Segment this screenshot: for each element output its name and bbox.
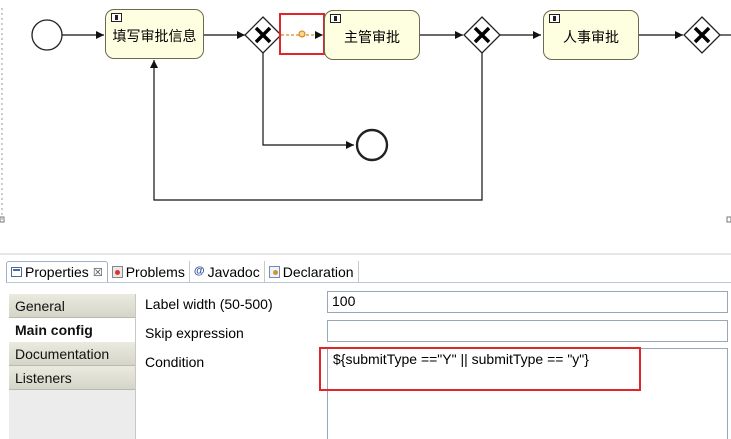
flow-selection-handle[interactable] — [298, 30, 306, 38]
label-width-input[interactable]: 100 — [327, 291, 728, 313]
tab-declaration[interactable]: Declaration — [265, 261, 359, 282]
condition-expression: ${submitType =="Y" || submitType == "y"} — [333, 351, 589, 367]
flow-arrowhead — [315, 31, 323, 39]
skip-expression-label: Skip expression — [145, 325, 244, 341]
end-event[interactable] — [355, 128, 389, 162]
condition-textarea[interactable]: ${submitType =="Y" || submitType == "y"} — [327, 348, 728, 439]
tab-problems[interactable]: Problems — [108, 261, 190, 282]
flow-gateway2-back-to-fill[interactable] — [150, 53, 483, 201]
javadoc-icon: @ — [193, 265, 205, 277]
user-task-icon — [330, 14, 341, 23]
declaration-icon — [268, 265, 280, 278]
task-label: 人事审批 — [563, 30, 619, 46]
sidenav-item-main-config[interactable]: Main config — [9, 318, 135, 342]
user-task-manager-approval[interactable]: 主管审批 — [324, 10, 420, 60]
sidenav-item-documentation[interactable]: Documentation — [9, 342, 135, 366]
tab-properties[interactable]: Properties ☒ — [6, 261, 108, 282]
exclusive-gateway-2[interactable] — [463, 16, 501, 54]
skip-expression-input[interactable] — [327, 320, 728, 342]
properties-icon — [11, 267, 22, 277]
exclusive-gateway-3[interactable] — [683, 16, 721, 54]
highlight-condition — [319, 347, 641, 391]
canvas-resize-handle-left[interactable] — [0, 216, 5, 223]
properties-panel: Properties ☒ Problems @ Javadoc Declarat… — [0, 258, 731, 439]
sidenav-item-general[interactable]: General — [9, 294, 135, 318]
diagram-svg — [0, 8, 731, 255]
task-label: 填写审批信息 — [112, 29, 197, 45]
user-task-icon — [111, 13, 122, 22]
problems-icon — [111, 265, 123, 278]
user-task-fill-approval-info[interactable]: 填写审批信息 — [105, 9, 204, 59]
tab-label: Properties — [25, 264, 89, 280]
start-event[interactable] — [31, 19, 63, 51]
tab-label: Declaration — [282, 263, 354, 280]
tab-label: Problems — [125, 263, 185, 280]
exclusive-gateway-1[interactable] — [244, 16, 282, 54]
canvas-resize-handle-right[interactable] — [726, 216, 731, 223]
user-task-icon — [549, 14, 560, 23]
user-task-hr-approval[interactable]: 人事审批 — [543, 10, 639, 60]
condition-label: Condition — [145, 354, 205, 370]
properties-sidenav: General Main config Documentation Listen… — [9, 294, 136, 439]
process-diagram-canvas[interactable]: 填写审批信息 主管审批 人事审批 — [0, 0, 731, 258]
tab-label: Javadoc — [207, 263, 260, 280]
sidenav-item-listeners[interactable]: Listeners — [9, 366, 135, 390]
label-width-label: Label width (50-500) — [145, 296, 273, 312]
task-label: 主管审批 — [344, 30, 400, 46]
close-icon[interactable]: ☒ — [92, 266, 103, 279]
view-tab-bar: Properties ☒ Problems @ Javadoc Declarat… — [6, 260, 731, 283]
flow-gateway1-to-end[interactable] — [262, 53, 354, 149]
tab-javadoc[interactable]: @ Javadoc — [190, 261, 265, 282]
